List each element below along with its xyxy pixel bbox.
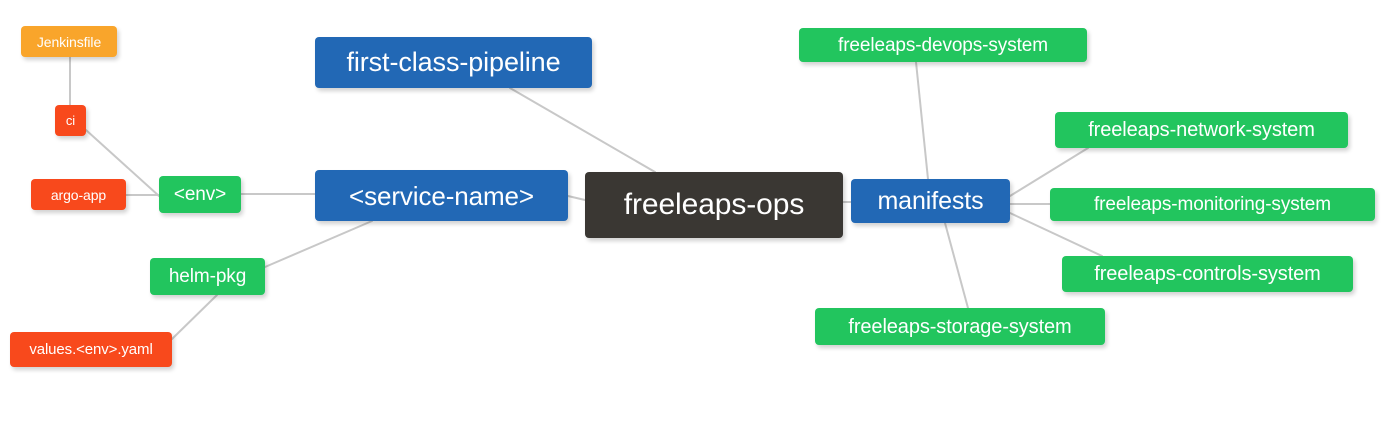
node-freeleaps-devops-system[interactable]: freeleaps-devops-system (799, 28, 1087, 62)
node-label-jenkinsfile: Jenkinsfile (36, 33, 102, 50)
node-label-freeleaps-controls-system: freeleaps-controls-system (1094, 263, 1321, 285)
node-label-freeleaps-devops-system: freeleaps-devops-system (838, 34, 1048, 56)
edge-manifests-to-freeleaps-storage-system (944, 222, 969, 309)
node-label-argo-app: argo-app (50, 186, 107, 203)
node-label-values-env-yaml: values.<env>.yaml (29, 341, 153, 358)
node-values-env-yaml[interactable]: values.<env>.yaml (10, 332, 172, 367)
node-freeleaps-ops[interactable]: freeleaps-ops (585, 172, 843, 238)
node-label-freeleaps-network-system: freeleaps-network-system (1088, 119, 1315, 141)
node-freeleaps-controls-system[interactable]: freeleaps-controls-system (1062, 256, 1353, 292)
node-label-service-name: <service-name> (348, 180, 535, 211)
node-label-manifests: manifests (877, 186, 984, 215)
node-helm-pkg[interactable]: helm-pkg (150, 258, 265, 295)
node-label-first-class-pipeline: first-class-pipeline (346, 47, 561, 77)
node-label-freeleaps-monitoring-system: freeleaps-monitoring-system (1094, 194, 1331, 215)
node-first-class-pipeline[interactable]: first-class-pipeline (315, 37, 592, 88)
edge-manifests-to-freeleaps-devops-system (915, 61, 929, 180)
edge-helm-pkg-to-service-name (264, 220, 373, 268)
edge-service-name-to-freeleaps-ops (567, 195, 586, 201)
node-jenkinsfile[interactable]: Jenkinsfile (21, 26, 117, 57)
node-label-ci: ci (65, 113, 76, 128)
edge-first-class-pipeline-to-freeleaps-ops (509, 87, 656, 173)
node-ci[interactable]: ci (55, 105, 86, 136)
node-argo-app[interactable]: argo-app (31, 179, 126, 210)
node-label-helm-pkg: helm-pkg (168, 266, 247, 287)
node-freeleaps-storage-system[interactable]: freeleaps-storage-system (815, 308, 1105, 345)
edge-values-env-yaml-to-helm-pkg (171, 294, 218, 340)
node-env[interactable]: <env> (159, 176, 241, 213)
node-label-freeleaps-ops: freeleaps-ops (623, 188, 805, 221)
node-label-env: <env> (173, 184, 227, 205)
node-manifests[interactable]: manifests (851, 179, 1010, 223)
node-label-freeleaps-storage-system: freeleaps-storage-system (848, 315, 1072, 338)
node-freeleaps-monitoring-system[interactable]: freeleaps-monitoring-system (1050, 188, 1375, 221)
node-freeleaps-network-system[interactable]: freeleaps-network-system (1055, 112, 1348, 148)
node-service-name[interactable]: <service-name> (315, 170, 568, 221)
